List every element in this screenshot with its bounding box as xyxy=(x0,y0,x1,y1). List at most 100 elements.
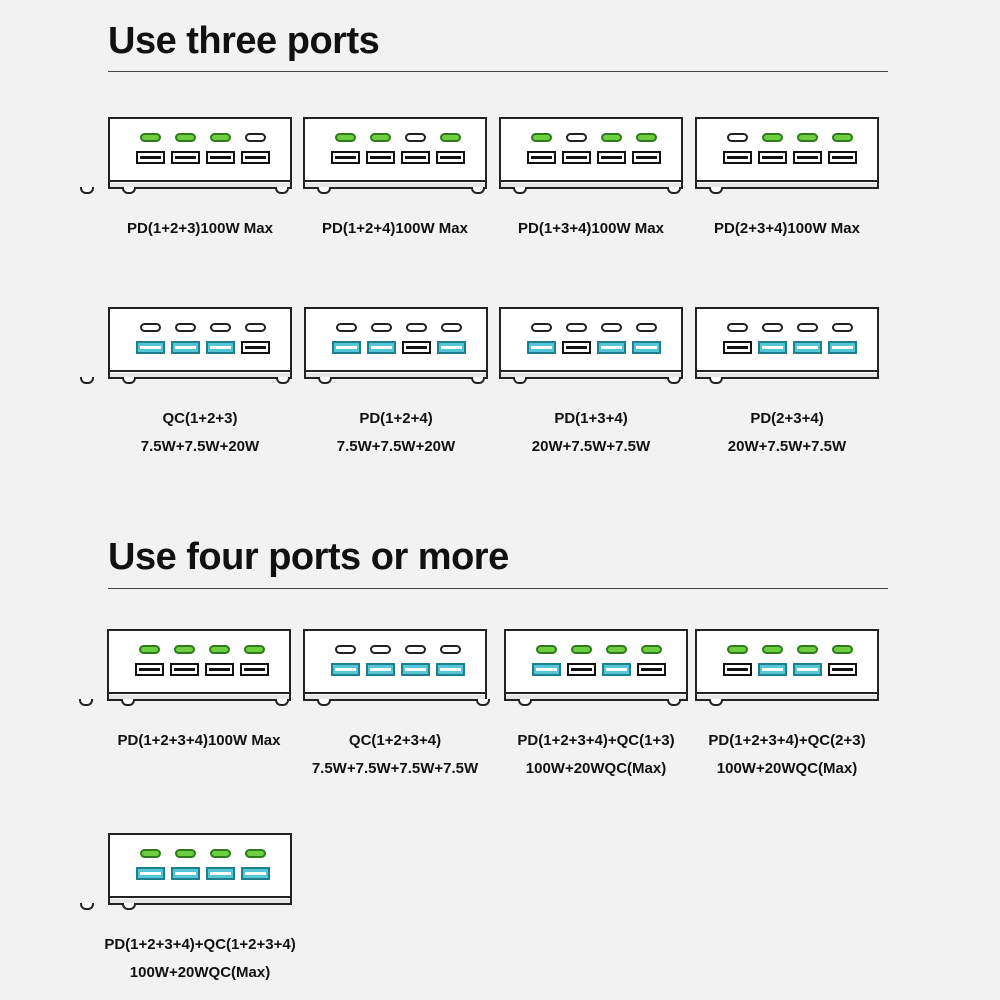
usb-c-port-row xyxy=(140,133,266,143)
charger-foot xyxy=(513,187,527,194)
usb-a-port-row xyxy=(331,663,465,676)
usb-a-port-active xyxy=(758,663,787,676)
caption-line: PD(1+2+4)100W Max xyxy=(322,220,468,237)
usb-c-slot xyxy=(370,133,391,143)
usb-c-port-row xyxy=(536,645,662,655)
charger-foot xyxy=(667,699,681,706)
usb-c-port-active xyxy=(762,133,783,142)
usb-a-port-active xyxy=(828,341,857,354)
usb-a-port-active xyxy=(632,341,661,354)
usb-a-port-row xyxy=(723,151,857,164)
config-caption: PD(1+2+3+4)+QC(1+2+3+4)100W+20WQC(Max) xyxy=(88,931,312,987)
usb-a-port xyxy=(793,151,822,164)
charger-diagram xyxy=(695,629,879,701)
usb-c-slot xyxy=(210,133,231,143)
usb-c-port-active xyxy=(140,133,161,142)
usb-c-port-row xyxy=(531,323,657,333)
caption-line: 20W+7.5W+7.5W xyxy=(727,438,847,455)
usb-c-port xyxy=(441,323,462,332)
usb-c-slot xyxy=(727,645,748,655)
charger-diagram xyxy=(108,117,292,189)
caption-line: PD(1+3+4)100W Max xyxy=(518,220,664,237)
charger-diagram xyxy=(499,117,683,189)
charger-foot xyxy=(275,699,289,706)
usb-a-port xyxy=(401,151,430,164)
usb-c-slot xyxy=(636,133,657,143)
charger-foot xyxy=(667,187,681,194)
usb-c-port xyxy=(440,645,461,654)
usb-c-port xyxy=(210,323,231,332)
usb-c-slot xyxy=(210,323,231,333)
usb-c-slot xyxy=(371,323,392,333)
caption-line: PD(1+3+4) xyxy=(554,410,628,427)
config-caption: PD(1+2+3)100W Max xyxy=(88,215,312,243)
usb-c-port-active xyxy=(175,133,196,142)
caption-line: PD(1+2+3+4)+QC(1+2+3+4) xyxy=(104,936,296,953)
config-caption: PD(1+2+4)100W Max xyxy=(283,215,507,243)
config-caption: QC(1+2+3+4)7.5W+7.5W+7.5W+7.5W xyxy=(283,727,507,783)
usb-c-port-active xyxy=(335,133,356,142)
usb-c-slot xyxy=(245,133,266,143)
usb-c-port xyxy=(335,645,356,654)
usb-a-port-active xyxy=(401,663,430,676)
charger-diagram xyxy=(504,629,688,701)
usb-c-port-row xyxy=(140,849,266,859)
caption-line: PD(1+2+3+4)+QC(1+3) xyxy=(517,732,675,749)
charger-foot xyxy=(471,187,485,194)
usb-a-port xyxy=(240,663,269,676)
usb-a-port xyxy=(241,341,270,354)
usb-c-port-active xyxy=(531,133,552,142)
usb-c-port xyxy=(245,133,266,142)
usb-c-port xyxy=(405,133,426,142)
caption-line: PD(1+2+3+4)100W Max xyxy=(117,732,281,749)
usb-c-slot xyxy=(727,323,748,333)
usb-c-port-active xyxy=(536,645,557,654)
usb-c-port-active xyxy=(762,645,783,654)
charger-foot xyxy=(275,187,289,194)
usb-c-slot xyxy=(536,645,557,655)
usb-c-port-row xyxy=(335,645,461,655)
usb-c-slot xyxy=(140,323,161,333)
usb-a-port-active xyxy=(437,341,466,354)
usb-a-port xyxy=(637,663,666,676)
charger-foot xyxy=(80,903,94,910)
usb-a-port xyxy=(206,151,235,164)
usb-c-slot xyxy=(210,849,231,859)
charger-foot xyxy=(709,699,723,706)
usb-c-slot xyxy=(797,133,818,143)
usb-a-port xyxy=(828,151,857,164)
usb-c-slot xyxy=(440,133,461,143)
usb-a-port xyxy=(135,663,164,676)
usb-c-slot xyxy=(175,849,196,859)
charger-foot xyxy=(80,187,94,194)
usb-c-port xyxy=(636,323,657,332)
usb-a-port xyxy=(402,341,431,354)
charger-foot xyxy=(513,377,527,384)
charger-foot xyxy=(709,377,723,384)
usb-a-port-active xyxy=(527,341,556,354)
usb-a-port-row xyxy=(332,341,466,354)
usb-c-slot xyxy=(245,323,266,333)
usb-a-port-active xyxy=(436,663,465,676)
usb-c-slot xyxy=(140,133,161,143)
usb-c-slot xyxy=(175,323,196,333)
usb-c-slot xyxy=(336,323,357,333)
charger-diagram xyxy=(695,117,879,189)
usb-a-port xyxy=(136,151,165,164)
caption-line: 100W+20WQC(Max) xyxy=(716,760,858,777)
usb-c-port xyxy=(371,323,392,332)
usb-c-port xyxy=(140,323,161,332)
usb-c-port-active xyxy=(832,133,853,142)
usb-a-port-active xyxy=(332,341,361,354)
usb-c-port-active xyxy=(641,645,662,654)
usb-c-slot xyxy=(140,849,161,859)
usb-a-port-row xyxy=(135,663,269,676)
charger-foot xyxy=(317,187,331,194)
usb-a-port xyxy=(828,663,857,676)
usb-c-slot xyxy=(601,133,622,143)
usb-c-slot xyxy=(245,849,266,859)
usb-a-port xyxy=(205,663,234,676)
usb-a-port-active xyxy=(758,341,787,354)
usb-c-port xyxy=(832,323,853,332)
usb-a-port xyxy=(436,151,465,164)
